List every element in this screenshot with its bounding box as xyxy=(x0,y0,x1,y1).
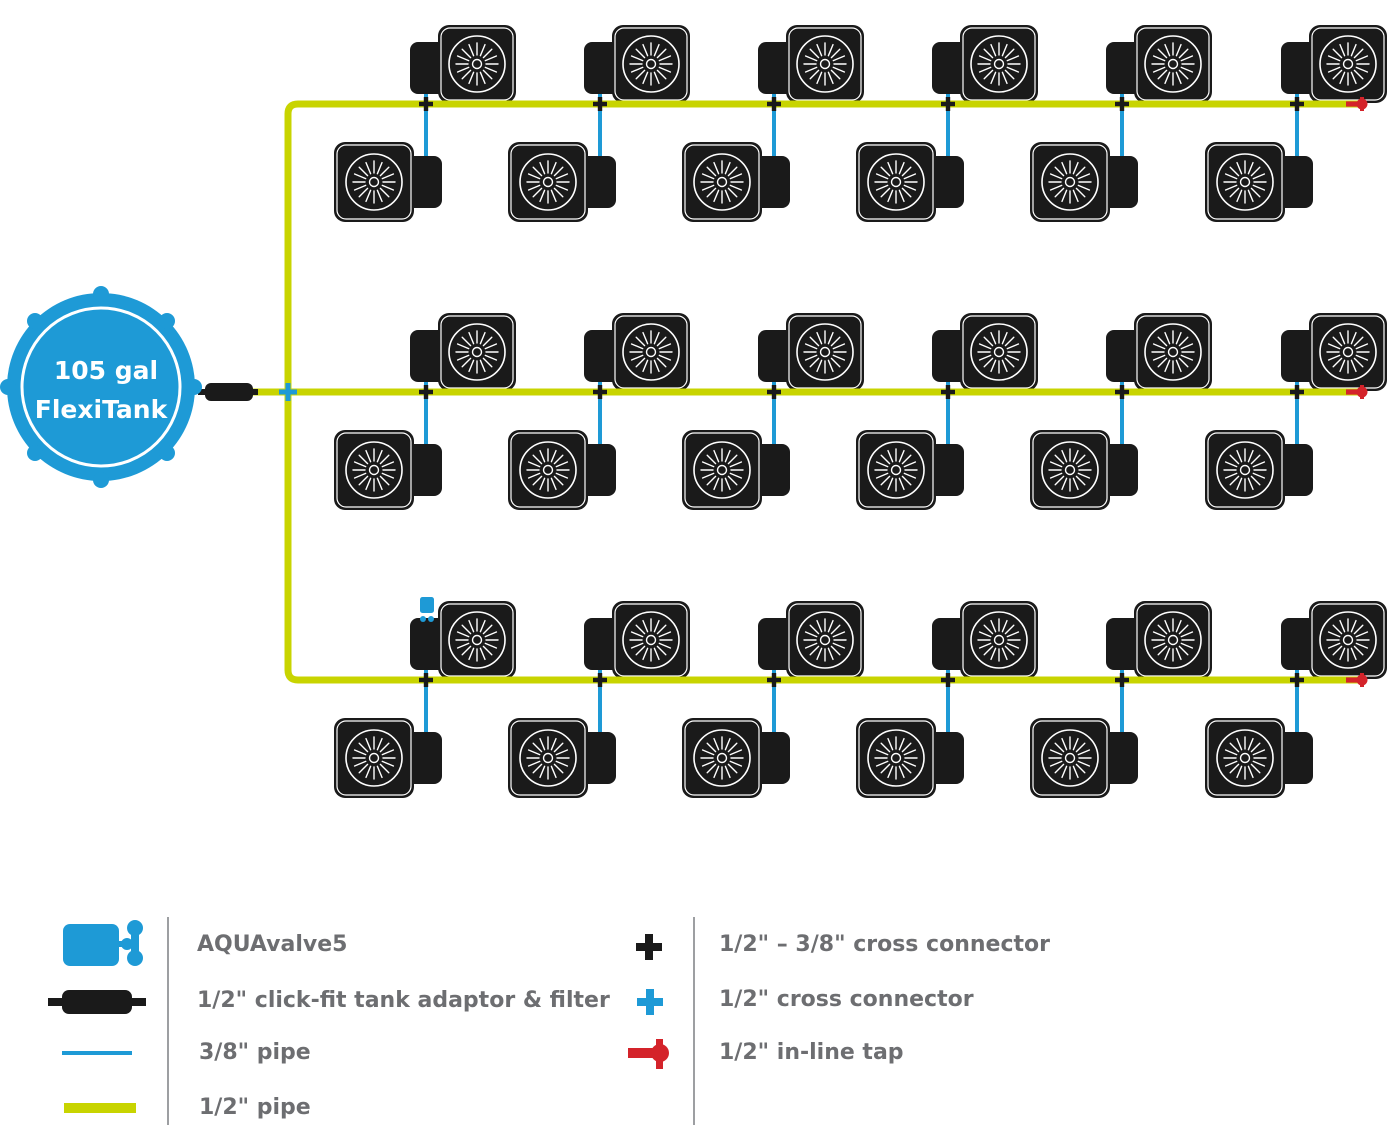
pot-pair xyxy=(682,313,864,510)
pot-top xyxy=(584,601,690,679)
pot-top xyxy=(410,313,516,391)
legend-label-tank-adaptor: 1/2" click-fit tank adaptor & filter xyxy=(197,988,610,1013)
reducing-cross-connector xyxy=(1115,673,1129,687)
reducing-cross-connector xyxy=(419,673,433,687)
reducing-cross-connector xyxy=(1115,97,1129,111)
tank-capacity-label: 105 gal xyxy=(54,356,158,385)
pot-top xyxy=(584,313,690,391)
pot-pair xyxy=(856,25,1038,222)
pot-pair xyxy=(508,25,690,222)
legend-label-cross: 1/2" cross connector xyxy=(719,987,974,1012)
reducing-cross-connector xyxy=(767,385,781,399)
pot-top xyxy=(1281,601,1387,679)
pot-top xyxy=(932,25,1038,103)
reducing-cross-connector xyxy=(419,385,433,399)
legend-divider-left xyxy=(167,917,169,1125)
pot-top xyxy=(410,25,516,103)
pot-top xyxy=(932,601,1038,679)
reducing-cross-connector xyxy=(593,673,607,687)
pot-top xyxy=(584,25,690,103)
reducing-cross-connector xyxy=(1290,385,1304,399)
pot-pair xyxy=(1205,25,1387,222)
reducing-cross-connector xyxy=(1290,673,1304,687)
flexitank: 105 gal FlexiTank xyxy=(0,286,202,488)
pot-pair xyxy=(508,313,690,510)
pot-top xyxy=(932,313,1038,391)
blue-cross-connector-legend-icon xyxy=(637,989,663,1015)
pot-pair xyxy=(334,601,516,798)
half-inch-pipe-icon xyxy=(64,1103,136,1113)
pot-top xyxy=(758,313,864,391)
pot-pair xyxy=(334,25,516,222)
inline-tap-icon xyxy=(628,1039,669,1069)
aquavalve-icon xyxy=(63,920,143,966)
reducing-cross-connector xyxy=(593,385,607,399)
pot-pair xyxy=(856,601,1038,798)
pot-pair xyxy=(334,313,516,510)
aquavalve-installed-icon xyxy=(420,597,434,622)
pot-pair xyxy=(508,601,690,798)
pot-pair xyxy=(856,313,1038,510)
tank-name-label: FlexiTank xyxy=(35,395,169,424)
black-cross-connector-icon xyxy=(636,934,662,960)
legend-label-inline-tap: 1/2" in-line tap xyxy=(719,1040,904,1065)
three-eighth-pipe-icon xyxy=(62,1051,132,1055)
pot-pair xyxy=(682,25,864,222)
pot-top xyxy=(1281,25,1387,103)
pot-pair xyxy=(1030,601,1212,798)
pot-top xyxy=(1281,313,1387,391)
legend-label-half-inch-pipe: 1/2" pipe xyxy=(199,1095,311,1120)
pot-top xyxy=(758,601,864,679)
legend-label-three-eighth-pipe: 3/8" pipe xyxy=(199,1040,311,1065)
pot-pair xyxy=(1030,25,1212,222)
reducing-cross-connector xyxy=(941,385,955,399)
reducing-cross-connector xyxy=(941,673,955,687)
pot-pair xyxy=(1205,601,1387,798)
pot-top xyxy=(1106,601,1212,679)
tank-adaptor-filter-icon xyxy=(198,383,258,401)
blue-cross-connector-icon xyxy=(279,383,297,401)
reducing-cross-connector xyxy=(593,97,607,111)
tank-adaptor-filter-legend-icon xyxy=(48,990,146,1014)
pot-top xyxy=(1106,313,1212,391)
legend-label-aquavalve: AQUAvalve5 xyxy=(197,932,348,957)
pot-top xyxy=(758,25,864,103)
legend-divider-right xyxy=(693,917,695,1125)
reducing-cross-connector xyxy=(941,97,955,111)
reducing-cross-connector xyxy=(767,673,781,687)
pot-pair xyxy=(682,601,864,798)
reducing-cross-connector xyxy=(1290,97,1304,111)
pot-pair xyxy=(1205,313,1387,510)
reducing-cross-connector xyxy=(767,97,781,111)
legend-icons xyxy=(48,920,669,1113)
legend-label-reducing-cross: 1/2" – 3/8" cross connector xyxy=(719,932,1050,957)
pot-pair xyxy=(1030,313,1212,510)
reducing-cross-connector xyxy=(1115,385,1129,399)
reducing-cross-connector xyxy=(419,97,433,111)
pot-top xyxy=(1106,25,1212,103)
